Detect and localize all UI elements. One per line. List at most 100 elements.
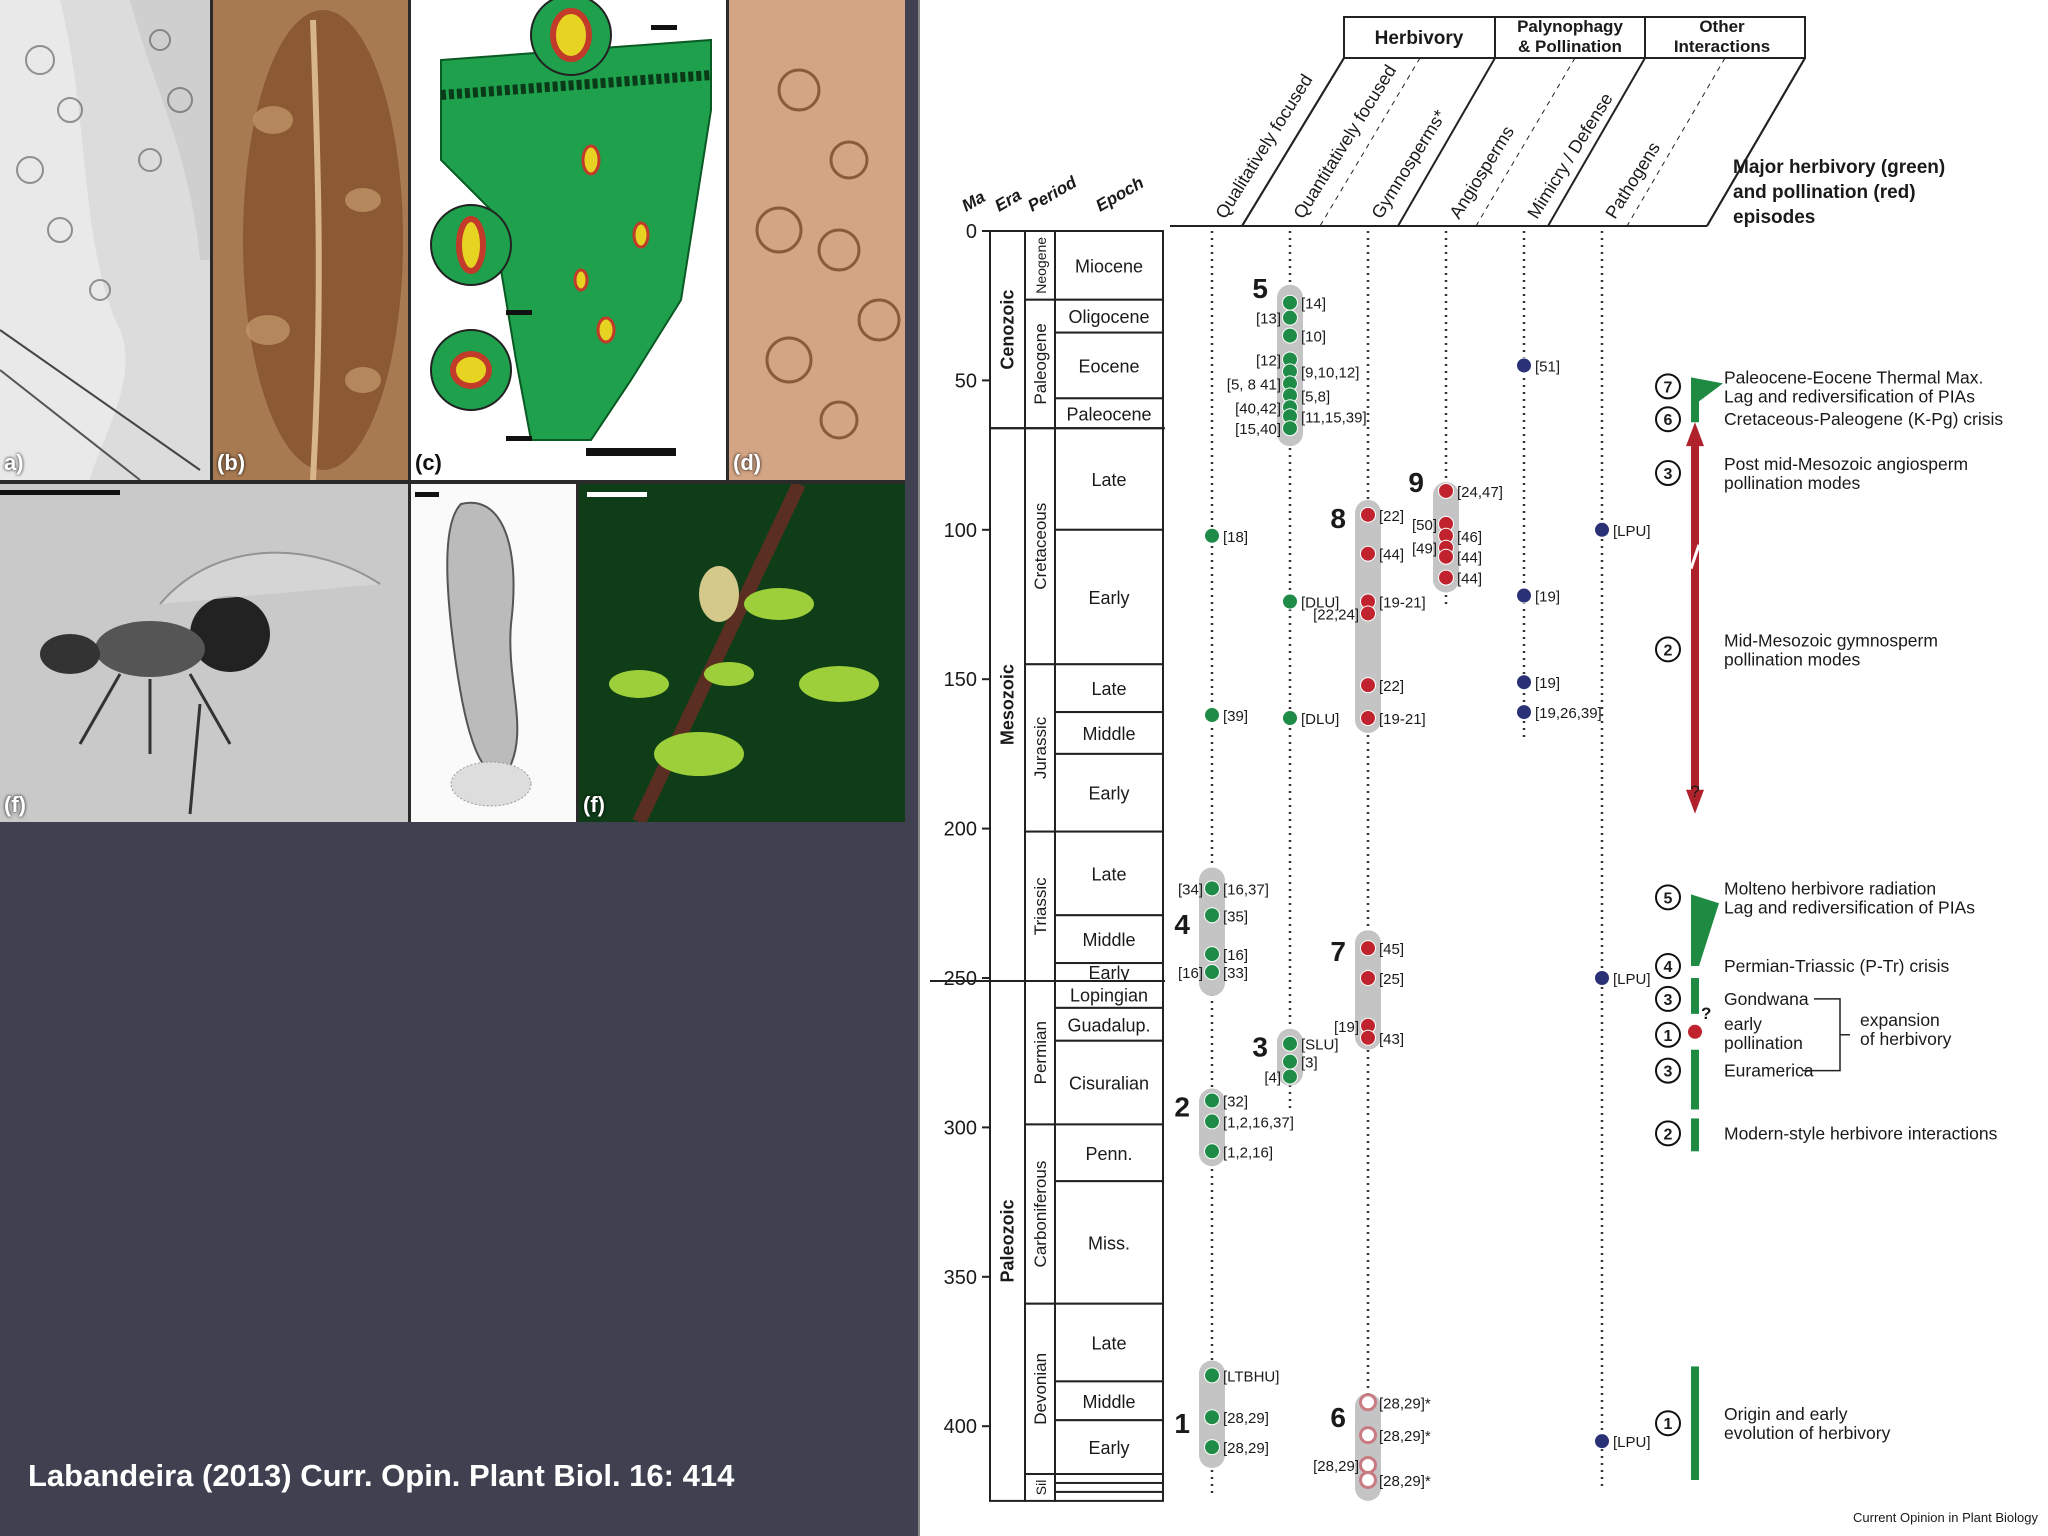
episode-bar [1355, 930, 1381, 1050]
occurrence-dot [1359, 1470, 1377, 1489]
reference-label: [5, 8 41] [1227, 376, 1281, 393]
axis-tick-label: 200 [944, 819, 977, 841]
episode-circle-number: 6 [1664, 412, 1673, 429]
occurrence-dot [1282, 420, 1298, 437]
era-label: Mesozoic [998, 664, 1018, 745]
epoch-label: Paleocene [1066, 404, 1151, 424]
reference-label: [50] [1412, 517, 1437, 534]
axis-header-period: Period [1025, 172, 1081, 215]
reference-label: [34] [1178, 881, 1203, 898]
occurrence-dot [1282, 294, 1298, 311]
insect-image [0, 484, 408, 822]
question-mark: ? [1701, 1004, 1711, 1023]
expansion-label: expansion [1860, 1010, 1940, 1030]
pollination-header: & Pollination [1518, 37, 1622, 56]
episode-circle [1655, 406, 1681, 433]
reference-label: [24,47] [1457, 484, 1503, 501]
period-label: Neogene [1033, 237, 1049, 294]
reference-label: [1,2,16,37] [1223, 1114, 1294, 1131]
early-pollination-label: pollination [1724, 1033, 1803, 1053]
reference-label: [10] [1301, 329, 1326, 346]
reference-label: [16,37] [1223, 881, 1269, 898]
reference-label: [28,29] [1223, 1410, 1269, 1427]
period-label: Cretaceous [1031, 503, 1050, 590]
episode-circle-number: 1 [1664, 1028, 1673, 1045]
epoch-label: Late [1091, 1334, 1126, 1354]
episode-description: evolution of herbivory [1724, 1423, 1891, 1443]
epoch-label: Early [1088, 963, 1129, 983]
epoch-cell [1054, 830, 1164, 917]
reference-label: [16] [1178, 965, 1203, 982]
reference-label: [18] [1223, 529, 1248, 546]
epoch-cell [1054, 711, 1164, 755]
episode-circle [1655, 636, 1681, 663]
epoch-label: Middle [1082, 930, 1135, 950]
episode-description: Gondwana [1724, 989, 1809, 1009]
reference-label: [19] [1535, 675, 1560, 692]
episode-circle [1655, 1021, 1681, 1048]
episode-number: 9 [1408, 467, 1424, 498]
epoch-cell [1054, 1481, 1164, 1493]
episode-description: Modern-style herbivore interactions [1724, 1123, 1998, 1143]
occurrence-dot [1516, 674, 1532, 691]
episode-description: Lag and rediversification of PIAs [1724, 897, 1975, 917]
fossil-leaf-image [0, 0, 210, 480]
episode-description: Cretaceous-Paleogene (K-Pg) crisis [1724, 409, 2003, 429]
occurrence-dot [1360, 1029, 1376, 1046]
herbivory-wedge [1691, 377, 1723, 423]
reference-label: [28,29]* [1379, 1473, 1431, 1490]
occurrence-dot [1204, 1367, 1220, 1384]
reference-label: [13] [1256, 311, 1281, 328]
reference-label: [44] [1379, 547, 1404, 564]
reference-label: [SLU] [1301, 1037, 1339, 1054]
reference-label: [22] [1379, 678, 1404, 695]
occurrence-dot [1282, 309, 1298, 326]
axis-header-ma: Ma [959, 187, 989, 215]
occurrence-dot [1516, 587, 1532, 604]
episode-number: 5 [1252, 273, 1268, 304]
period-label: Permian [1031, 1021, 1050, 1084]
insect-mouthpart-drawing [411, 484, 576, 822]
herbivory-header: Herbivory [1375, 28, 1464, 49]
legend-title-line-2: and pollination (red) [1733, 182, 1916, 203]
occurrence-dot [1204, 880, 1220, 897]
epoch-label: Oligocene [1068, 307, 1149, 327]
epoch-label: Miocene [1075, 256, 1143, 276]
episode-circle-number: 3 [1664, 1064, 1673, 1081]
reference-label: [40,42] [1235, 400, 1281, 417]
reference-label: [11,15,39] [1301, 409, 1367, 426]
herbivory-bar [1691, 1049, 1699, 1110]
pollination-arrow-down [1686, 789, 1704, 814]
reference-label: [3] [1301, 1055, 1318, 1072]
leaf-mine-drawing-c: (c) [411, 0, 726, 480]
column-label-pathogens: Pathogens [1601, 139, 1664, 223]
episode-circle [1655, 1057, 1681, 1084]
fossil-insect-photo: (f) [0, 484, 408, 822]
timeline-diagram: Herbivory Palynophagy & Pollination Othe… [918, 0, 2048, 1536]
reference-label: [12] [1256, 352, 1281, 369]
era-cell [989, 427, 1026, 982]
legend-title-line-1: Major herbivory (green) [1733, 157, 1945, 178]
occurrence-dot [1360, 940, 1376, 957]
axis-tick-label: 100 [944, 520, 977, 542]
axis-tick-label: 250 [944, 968, 977, 990]
occurrence-dot [1360, 506, 1376, 523]
episode-circle-number: 3 [1664, 466, 1673, 483]
reference-label: [16] [1223, 947, 1248, 964]
episode-circle [1655, 1410, 1681, 1437]
episode-circle [1655, 884, 1681, 911]
epoch-label: Cisuralian [1069, 1074, 1149, 1094]
column-label-gymnosperms: Gymnosperms* [1367, 106, 1450, 222]
episode-circle [1655, 953, 1681, 980]
epoch-label: Guadalup. [1067, 1015, 1150, 1035]
reference-label: [LPU] [1613, 1434, 1651, 1451]
episode-circle-number: 7 [1664, 379, 1673, 396]
episode-circle-number: 5 [1664, 890, 1673, 907]
epoch-label: Middle [1082, 724, 1135, 744]
episode-circle-number: 2 [1664, 1126, 1673, 1143]
reference-label: [4] [1264, 1070, 1281, 1087]
reference-label: [25] [1379, 971, 1404, 988]
axis-tick-label: 0 [966, 221, 977, 243]
epoch-cell [1054, 1180, 1164, 1305]
period-cell [1024, 230, 1056, 301]
